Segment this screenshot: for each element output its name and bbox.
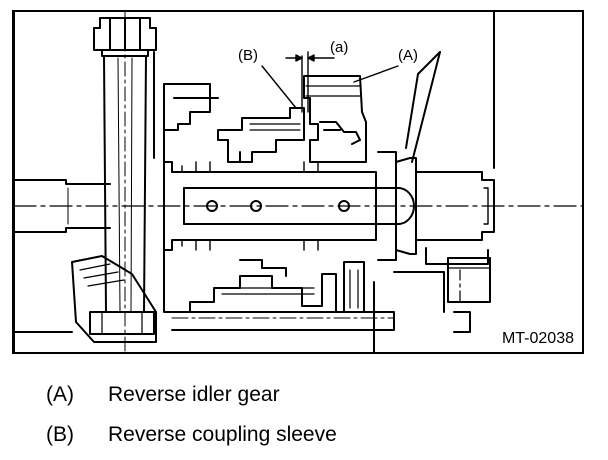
figure-id: MT-02038 (501, 330, 574, 347)
housing-lower (163, 249, 445, 352)
legend-key: (B) (46, 423, 74, 446)
reverse-idler-gear (303, 75, 367, 163)
transmission-cross-section-figure: (a) (A) (B) MT-02038 (12, 10, 584, 354)
main-shaft (163, 161, 415, 251)
housing-right (377, 12, 495, 333)
legend-text: Reverse idler gear (108, 383, 280, 406)
reverse-coupling-sleeve (217, 107, 305, 163)
leader-lines (261, 65, 399, 109)
label-A: (A) (398, 47, 418, 64)
left-shaft (14, 179, 111, 233)
legend-key: (A) (46, 383, 74, 406)
transmission-drawing (14, 12, 582, 352)
legend-item-b: (B) Reverse coupling sleeve (46, 423, 337, 447)
label-B: (B) (238, 47, 258, 64)
bolt-shank (103, 12, 147, 352)
dimension-a-indicator (285, 51, 335, 113)
bottom-left-block (14, 255, 157, 343)
legend-text: Reverse coupling sleeve (108, 423, 337, 446)
housing-upper-left (153, 51, 219, 163)
legend-item-a: (A) Reverse idler gear (46, 383, 280, 407)
gear-teeth (181, 161, 319, 251)
label-a: (a) (330, 39, 349, 56)
